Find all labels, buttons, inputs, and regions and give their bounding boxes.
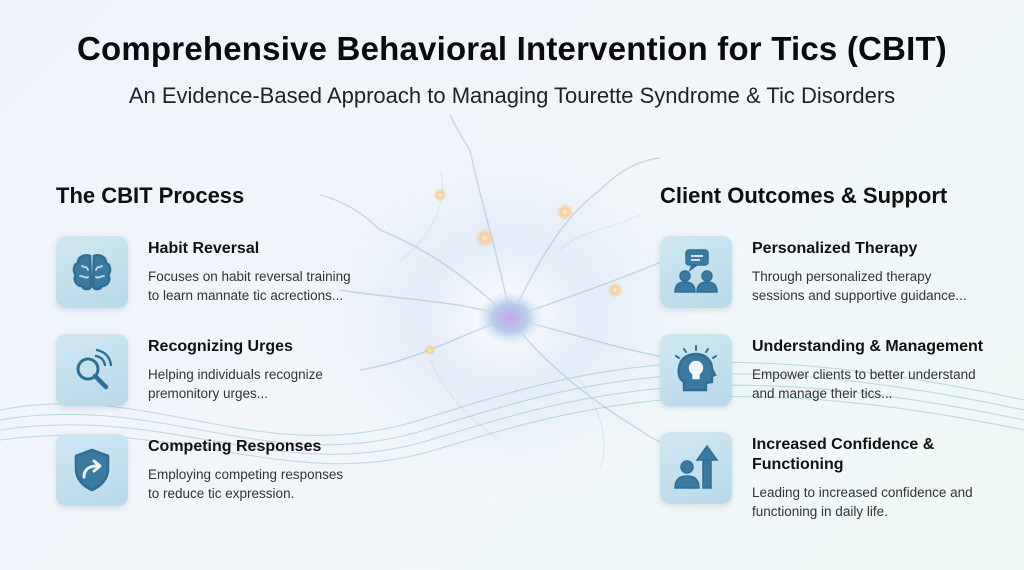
item-description: Leading to increased confidence and func… [752,485,973,519]
habit-reversal-item: Habit Reversal Focuses on habit reversal… [56,236,368,308]
item-title: Understanding & Management [752,338,984,355]
shield-arrow-icon [56,434,128,506]
page-title: Comprehensive Behavioral Intervention fo… [76,30,947,67]
item-description: Focuses on habit reversal training to le… [148,269,351,303]
item-title: Personalized Therapy [752,240,918,257]
item-description: Empower clients to better understand and… [752,367,976,401]
people-chat-icon [660,236,732,308]
item-title: Recognizing Urges [148,338,293,355]
item-title: Competing Responses [148,438,322,455]
recognizing-urges-item: Recognizing Urges Helping individuals re… [56,334,368,406]
cbit-process-heading: The CBIT Process [56,183,245,208]
understanding-management-item: Understanding & Management Empower clien… [660,334,1002,406]
increased-confidence-item: Increased Confidence & Functioning Leadi… [660,432,1002,521]
person-arrow-up-icon [660,432,732,504]
brain-icon [56,236,128,308]
personalized-therapy-item: Personalized Therapy Through personalize… [660,236,1002,308]
item-description: Through personalized therapy sessions an… [752,269,967,303]
item-description: Helping individuals recognize premonitor… [148,367,323,401]
item-description: Employing competing responses to reduce … [148,467,344,501]
head-lightbulb-icon [660,334,732,406]
page-subtitle: An Evidence-Based Approach to Managing T… [128,83,896,108]
item-title: Increased Confidence & Functioning [752,436,935,473]
competing-responses-item: Competing Responses Employing competing … [56,434,368,506]
magnifier-icon [56,334,128,406]
client-outcomes-heading: Client Outcomes & Support [660,183,948,208]
item-title: Habit Reversal [148,240,260,257]
